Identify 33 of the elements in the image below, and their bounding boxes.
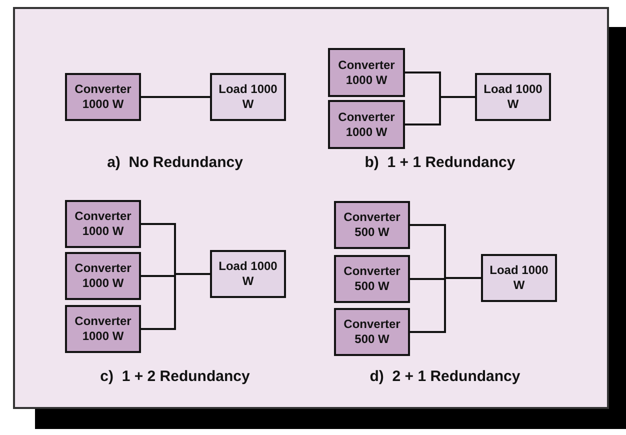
node-label: Load 1000 W xyxy=(488,263,550,293)
node-label: Converter 1000 W xyxy=(74,209,132,239)
caption: a) No Redundancy xyxy=(107,152,243,173)
load-box xyxy=(210,250,286,298)
converter-box xyxy=(328,48,405,97)
node-label: Converter 500 W xyxy=(342,317,402,347)
load-box xyxy=(475,73,551,121)
connector-line xyxy=(405,96,475,126)
caption: d) 2 + 1 Redundancy xyxy=(370,366,520,387)
node-label: Converter 1000 W xyxy=(337,58,396,88)
node-label: Load 1000 W xyxy=(218,259,278,289)
connector-line xyxy=(141,96,210,98)
node-label: Converter 1000 W xyxy=(74,261,132,291)
converter-box xyxy=(334,308,410,356)
converter-box xyxy=(328,100,405,149)
caption: c) 1 + 2 Redundancy xyxy=(100,366,250,387)
node-label: Converter 1000 W xyxy=(74,82,132,112)
node-label: Converter 500 W xyxy=(342,210,402,240)
load-box xyxy=(210,73,286,121)
converter-box xyxy=(65,73,141,121)
connector-line xyxy=(141,273,210,330)
node-label: Load 1000 W xyxy=(218,82,278,112)
node-label: Converter 1000 W xyxy=(337,110,396,140)
load-box xyxy=(481,254,557,302)
node-label: Load 1000 W xyxy=(482,82,544,112)
converter-box xyxy=(65,200,141,248)
converter-box xyxy=(334,201,410,249)
node-label: Converter 1000 W xyxy=(74,314,132,344)
converter-box xyxy=(65,252,141,300)
node-label: Converter 500 W xyxy=(342,264,402,294)
converter-box xyxy=(334,255,410,303)
converter-box xyxy=(65,305,141,353)
caption: b) 1 + 1 Redundancy xyxy=(364,152,516,173)
